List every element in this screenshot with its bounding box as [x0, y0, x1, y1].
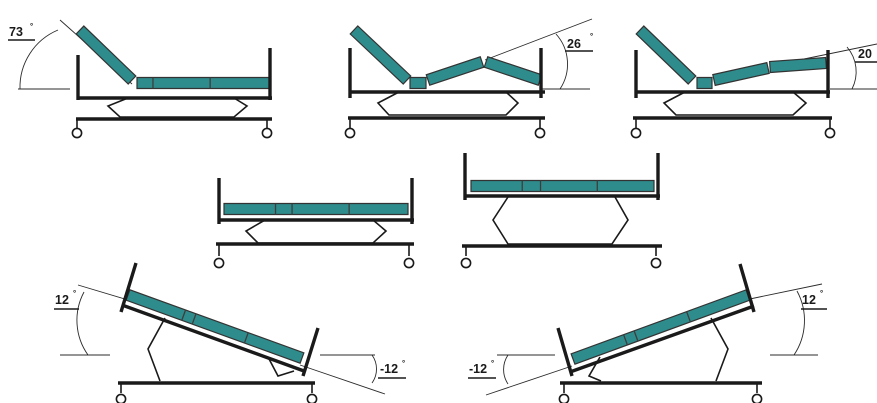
lift-mechanism	[376, 91, 520, 116]
degree-symbol: °	[73, 289, 76, 298]
lift-mechanism	[244, 219, 388, 244]
bed-tilt-head-up: 12 ° -12 °	[54, 262, 406, 403]
back-section	[635, 25, 697, 85]
mattress-seam	[633, 330, 639, 342]
angle-label: 12	[55, 293, 69, 307]
mattress-seam	[181, 309, 187, 321]
wheel	[403, 257, 415, 269]
angle-label: 73	[9, 25, 23, 39]
lift-mechanism	[106, 97, 249, 118]
wheel	[344, 127, 356, 139]
reference-line	[77, 284, 129, 301]
lift-mechanism	[662, 91, 808, 116]
wheel	[534, 127, 546, 139]
degree-symbol: °	[30, 22, 33, 31]
mattress	[570, 289, 751, 365]
lift-leg	[710, 317, 729, 382]
back-section	[75, 25, 137, 85]
bed-frame	[121, 303, 305, 373]
seat-section	[136, 76, 271, 90]
head-board	[556, 327, 574, 377]
reference-line	[484, 18, 593, 61]
lift-leg	[587, 356, 602, 382]
wheel	[650, 257, 662, 269]
leg-section	[483, 56, 543, 86]
thigh-section	[712, 61, 770, 87]
reference-line	[744, 283, 823, 301]
wheel	[824, 127, 836, 139]
lift-mechanism	[492, 196, 629, 245]
angle-label: 12	[802, 293, 816, 307]
degree-symbol: °	[402, 359, 405, 368]
wheel	[558, 393, 570, 403]
seat-section	[696, 76, 713, 90]
wheel	[751, 393, 763, 403]
mattress-seam	[686, 311, 691, 323]
lift-leg	[147, 317, 166, 382]
lift-leg	[267, 356, 295, 377]
angle-arc	[371, 354, 377, 384]
mattress-seam	[243, 332, 249, 344]
angle-label: -12	[469, 362, 487, 376]
reference-line	[299, 364, 386, 395]
mattress-seam	[623, 334, 628, 346]
degree-symbol: °	[590, 32, 593, 41]
wheel	[213, 257, 225, 269]
mattress	[223, 202, 409, 216]
angle-arc	[503, 354, 509, 385]
bed-tilt-foot-up: -12 ° 12 °	[468, 263, 827, 403]
wheel	[306, 393, 318, 403]
bed-frame	[569, 304, 755, 374]
head-board	[119, 262, 138, 313]
mattress	[470, 179, 655, 193]
bed-flat-low	[213, 178, 415, 269]
reference-line	[485, 365, 573, 396]
angle-label: 20	[858, 47, 872, 61]
mattress-seam	[191, 313, 197, 325]
angle-label: -12	[380, 362, 398, 376]
wheel	[460, 257, 472, 269]
wheel	[630, 127, 642, 139]
thigh-section	[425, 56, 485, 86]
wheel	[261, 127, 273, 139]
bed-leg-raised: 20°	[630, 25, 877, 139]
seat-section	[409, 76, 427, 90]
bed-flat-high	[460, 153, 662, 269]
angle-arc	[793, 290, 805, 356]
angle-arc	[555, 33, 568, 90]
degree-symbol: °	[491, 359, 494, 368]
bed-thigh-raised: 26 °	[344, 18, 593, 139]
degree-symbol: °	[820, 289, 823, 298]
mattress	[125, 289, 305, 364]
angle-arc	[846, 46, 857, 90]
leg-section	[768, 56, 828, 74]
angle-label: 26	[567, 37, 581, 51]
wheel	[71, 127, 83, 139]
foot-board	[738, 263, 756, 313]
wheel	[115, 393, 127, 403]
angle-arc	[76, 291, 89, 356]
foot-board	[301, 327, 320, 377]
back-section	[349, 25, 412, 85]
angle-arc	[19, 29, 59, 90]
bed-back-raised: 73 °	[8, 19, 273, 139]
